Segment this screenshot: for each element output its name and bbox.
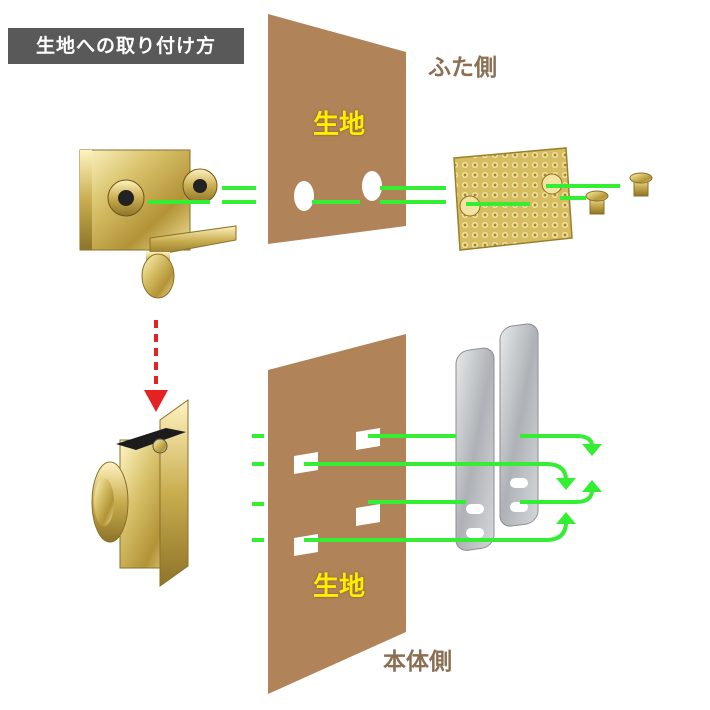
body-clasp-part bbox=[91, 399, 251, 587]
fabric-label-top: 生地 bbox=[313, 110, 366, 140]
lid-back-plate bbox=[453, 147, 573, 251]
fabric-hole bbox=[362, 171, 382, 201]
fabric-hole bbox=[294, 181, 314, 211]
screw-icon bbox=[585, 190, 609, 215]
arrow-head-icon bbox=[556, 444, 602, 524]
body-side-label: 本体側 bbox=[383, 649, 452, 675]
guide-lines-top bbox=[148, 184, 620, 206]
fabric-panel-bottom bbox=[268, 334, 406, 694]
screw-icon bbox=[629, 172, 653, 197]
fabric-slot bbox=[356, 504, 380, 526]
fabric-label-bottom: 生地 bbox=[313, 572, 366, 602]
guide-lines-bottom bbox=[252, 434, 472, 542]
arrow-down-dashed-icon bbox=[144, 320, 168, 412]
body-back-plate bbox=[455, 323, 539, 634]
lid-side-label: ふた側 bbox=[428, 55, 497, 81]
fabric-slot bbox=[356, 428, 380, 450]
lid-clasp-part bbox=[79, 149, 237, 299]
page-title: 生地への取り付け方 bbox=[8, 28, 244, 64]
